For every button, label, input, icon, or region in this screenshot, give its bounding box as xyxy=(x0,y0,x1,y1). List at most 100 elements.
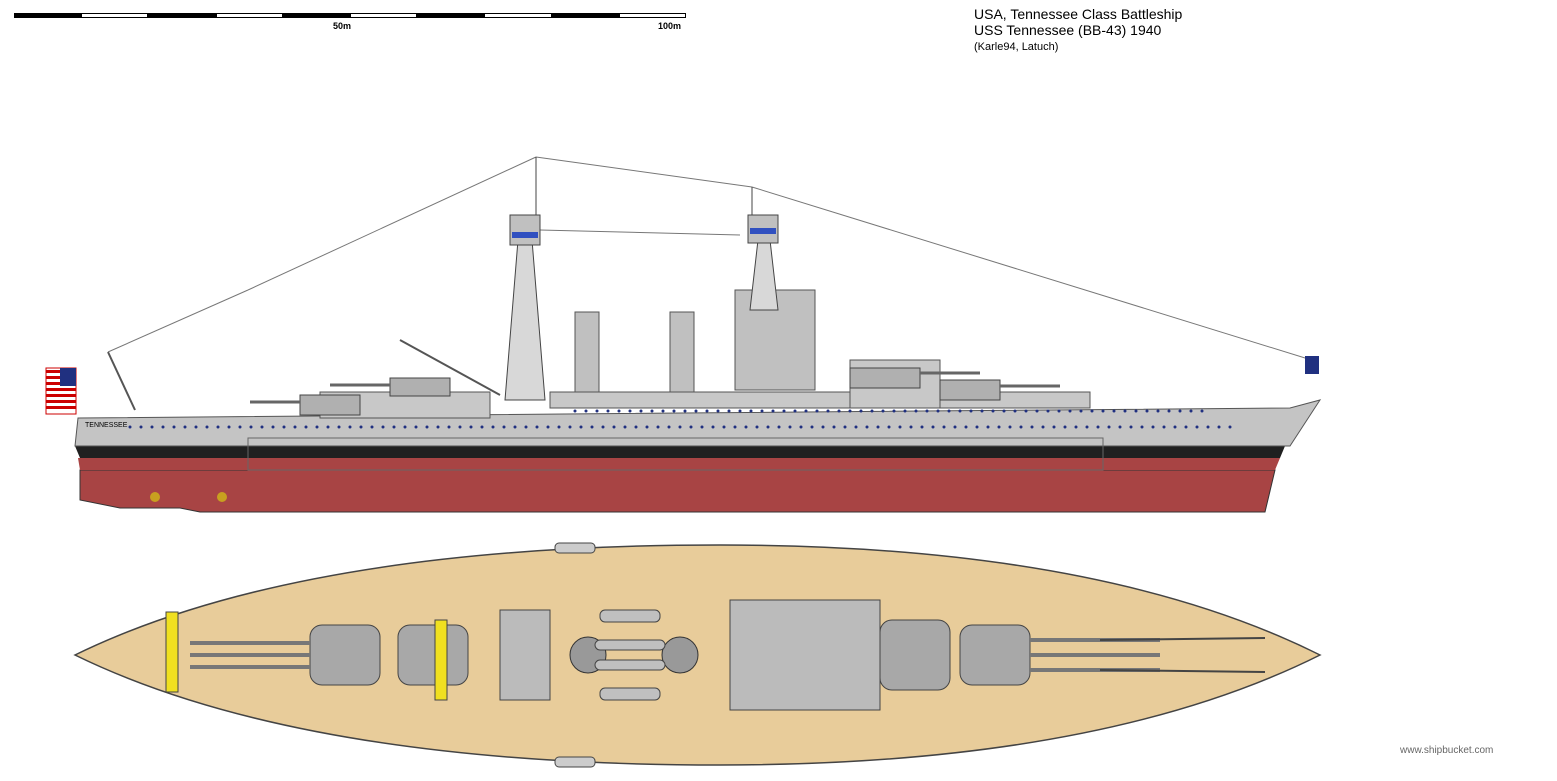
porthole xyxy=(777,425,781,429)
porthole xyxy=(771,409,775,413)
porthole xyxy=(1101,409,1105,413)
porthole xyxy=(1030,425,1034,429)
porthole xyxy=(1173,425,1177,429)
porthole xyxy=(837,409,841,413)
main-deck-structure xyxy=(549,391,1091,409)
porthole xyxy=(1079,409,1083,413)
porthole xyxy=(1090,409,1094,413)
catapult xyxy=(399,339,501,396)
porthole xyxy=(705,409,709,413)
porthole xyxy=(815,409,819,413)
porthole xyxy=(606,409,610,413)
porthole xyxy=(936,409,940,413)
scale-segment xyxy=(551,13,619,18)
turret-side-4 xyxy=(299,394,361,416)
aft-mast-plan xyxy=(499,609,551,701)
hull-side xyxy=(74,399,1322,447)
turret-plan-3 xyxy=(397,624,469,686)
porthole xyxy=(1024,409,1028,413)
turret-plan-4 xyxy=(309,624,381,686)
porthole xyxy=(1068,409,1072,413)
porthole xyxy=(403,425,407,429)
porthole xyxy=(1129,425,1133,429)
scale-segment xyxy=(215,13,283,18)
porthole xyxy=(1228,425,1232,429)
porthole xyxy=(964,425,968,429)
aft-mast-windows xyxy=(512,232,538,238)
scale-segment xyxy=(14,13,82,18)
porthole xyxy=(898,425,902,429)
gun-barrels-side xyxy=(250,371,1060,404)
porthole xyxy=(672,409,676,413)
porthole xyxy=(1046,409,1050,413)
turret-side-3 xyxy=(389,377,451,397)
scale-segment xyxy=(484,13,552,18)
ship-class-title: USA, Tennessee Class Battleship xyxy=(974,6,1183,22)
boot-topping-red xyxy=(78,458,1280,470)
porthole xyxy=(793,409,797,413)
porthole xyxy=(513,425,517,429)
porthole xyxy=(711,425,715,429)
porthole xyxy=(1140,425,1144,429)
porthole xyxy=(392,425,396,429)
porthole xyxy=(958,409,962,413)
porthole xyxy=(744,425,748,429)
porthole xyxy=(271,425,275,429)
porthole xyxy=(1156,409,1160,413)
scale-segment xyxy=(417,13,485,18)
porthole xyxy=(683,409,687,413)
porthole xyxy=(1145,409,1149,413)
porthole xyxy=(1008,425,1012,429)
porthole xyxy=(1112,409,1116,413)
porthole xyxy=(337,425,341,429)
porthole xyxy=(293,425,297,429)
porthole xyxy=(667,425,671,429)
porthole xyxy=(436,425,440,429)
porthole xyxy=(689,425,693,429)
porthole xyxy=(183,425,187,429)
turret-side-2 xyxy=(849,367,921,389)
porthole xyxy=(458,425,462,429)
porthole xyxy=(953,425,957,429)
porthole xyxy=(414,425,418,429)
porthole xyxy=(810,425,814,429)
porthole xyxy=(601,425,605,429)
scale-segment xyxy=(81,13,149,18)
porthole xyxy=(920,425,924,429)
side-profile: TENNESSEE xyxy=(45,157,1322,513)
porthole xyxy=(942,425,946,429)
porthole xyxy=(1217,425,1221,429)
porthole xyxy=(727,409,731,413)
porthole xyxy=(986,425,990,429)
porthole xyxy=(1162,425,1166,429)
fore-mast-windows xyxy=(750,228,776,234)
aft-crane xyxy=(107,351,136,411)
boat-port xyxy=(554,542,596,554)
porthole xyxy=(722,425,726,429)
porthole xyxy=(700,425,704,429)
porthole xyxy=(914,409,918,413)
porthole xyxy=(947,409,951,413)
turret-plan-2 xyxy=(879,619,951,691)
porthole xyxy=(1013,409,1017,413)
porthole xyxy=(480,425,484,429)
porthole xyxy=(892,409,896,413)
funnel-1 xyxy=(574,311,600,393)
porthole xyxy=(584,409,588,413)
porthole xyxy=(694,409,698,413)
porthole xyxy=(491,425,495,429)
porthole xyxy=(832,425,836,429)
porthole xyxy=(865,425,869,429)
porthole xyxy=(980,409,984,413)
porthole xyxy=(887,425,891,429)
rigging-lines xyxy=(107,156,1319,363)
porthole xyxy=(854,425,858,429)
watermark: www.shipbucket.com xyxy=(1400,745,1494,756)
scale-segment xyxy=(282,13,350,18)
porthole xyxy=(557,425,561,429)
porthole xyxy=(634,425,638,429)
porthole xyxy=(381,425,385,429)
porthole xyxy=(1151,425,1155,429)
porthole xyxy=(909,425,913,429)
porthole xyxy=(678,425,682,429)
